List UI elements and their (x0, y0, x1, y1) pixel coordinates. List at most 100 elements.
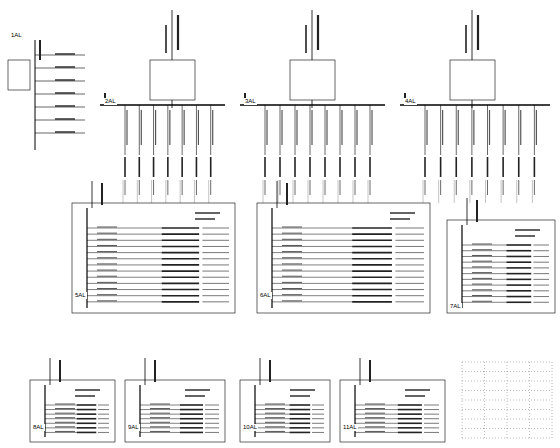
panel-name: 10AL (242, 424, 258, 431)
wire-line (398, 404, 422, 406)
wire-line (277, 181, 278, 208)
wire-line (506, 301, 531, 303)
wire-line (181, 157, 183, 177)
wire-line (368, 180, 369, 203)
wire-line (290, 389, 315, 390)
wire-line (167, 157, 169, 177)
wire-line (280, 180, 281, 195)
wire-line (323, 180, 324, 203)
wire-line (205, 432, 219, 433)
wire-line (395, 271, 424, 272)
wire-line (35, 94, 85, 95)
wire-line (507, 362, 508, 438)
wire-line (462, 390, 552, 391)
wire-line (365, 431, 385, 432)
wire-line (182, 105, 183, 155)
wire-line (518, 105, 519, 155)
wire-line (150, 417, 170, 418)
wire-line (308, 180, 309, 203)
wire-line (202, 234, 229, 235)
wire-line (352, 227, 392, 229)
wire-line (370, 105, 371, 155)
wire-line (293, 180, 294, 203)
panel-frame (125, 380, 225, 442)
wire-line (265, 408, 285, 409)
wire-line (354, 157, 356, 177)
wire-line (55, 417, 75, 418)
panel-name: 2AL (104, 98, 117, 105)
wire-line (150, 404, 170, 405)
wire-line (210, 157, 212, 177)
wire-line (360, 358, 361, 385)
wire-line (390, 218, 410, 219)
wire-line (55, 118, 75, 119)
wire-line (462, 362, 463, 438)
wire-line (272, 234, 352, 235)
wire-line (55, 53, 75, 54)
panel-name: 6AL (259, 292, 272, 299)
wire-line (155, 110, 156, 145)
wire-line (180, 418, 203, 420)
wire-line (182, 180, 183, 195)
wire-line (355, 414, 398, 415)
wire-line (202, 240, 229, 241)
wire-line (395, 289, 424, 290)
wire-line (75, 389, 100, 390)
wire-line (272, 283, 352, 284)
panel-name: 11AL (342, 424, 358, 431)
wire-line (153, 105, 154, 155)
wire-line (317, 15, 319, 50)
wire-line (97, 294, 117, 295)
wire-line (395, 283, 424, 284)
wire-line (45, 418, 77, 419)
wire-line (312, 432, 324, 433)
wire-line (210, 180, 211, 195)
wire-line (312, 409, 324, 410)
wire-line (365, 422, 385, 423)
wire-line (272, 271, 352, 272)
wire-line (281, 110, 282, 145)
wire-line (355, 418, 398, 419)
wire-line (312, 100, 313, 108)
wire-line (290, 427, 311, 429)
wire-line (162, 270, 199, 272)
wire-line (55, 422, 75, 423)
wire-line (180, 427, 203, 429)
wire-line (45, 423, 77, 424)
wire-line (395, 277, 424, 278)
wire-line (140, 432, 180, 433)
wire-line (169, 110, 170, 145)
wire-line (87, 295, 162, 296)
wire-line (265, 413, 285, 414)
wire-line (150, 408, 170, 409)
wire-line (97, 282, 117, 283)
wire-line (506, 273, 531, 275)
wire-line (202, 252, 229, 253)
wire-line (180, 432, 203, 434)
wire-line (290, 418, 311, 420)
wire-line (312, 414, 324, 415)
wire-line (167, 105, 168, 155)
wire-line (438, 180, 439, 203)
wire-line (98, 427, 109, 428)
wire-line (295, 180, 296, 195)
wire-line (59, 360, 61, 382)
wire-line (202, 246, 229, 247)
wire-line (467, 198, 468, 225)
wire-line (405, 395, 425, 396)
wire-line (282, 245, 302, 246)
wire-line (532, 180, 533, 203)
wire-line (352, 276, 392, 278)
wire-line (255, 423, 290, 424)
wire-line (533, 262, 549, 263)
wire-line (424, 405, 439, 406)
wire-line (55, 404, 75, 405)
wire-line (255, 427, 290, 428)
wire-line (290, 432, 311, 434)
wire-line (172, 10, 173, 60)
wire-line (202, 228, 229, 229)
wire-line (462, 400, 552, 401)
wire-line (290, 409, 311, 411)
wire-line (272, 301, 352, 302)
